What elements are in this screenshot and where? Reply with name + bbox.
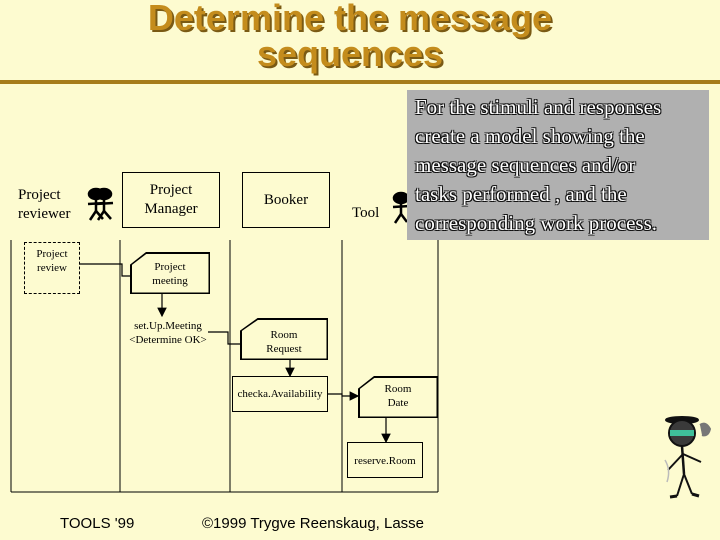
step-project-review-line1: Project [36, 248, 68, 260]
step-setup-meeting-line2: <Determine OK> [129, 334, 207, 346]
actor-booker-box: Booker [242, 172, 330, 228]
step-setup-meeting-line1: set.Up.Meeting [134, 320, 202, 332]
actor-manager-line1: Project [149, 182, 193, 198]
note-line-2: create a model showing the [415, 124, 645, 148]
step-reserve-room-line1: reserve.Room [354, 455, 416, 467]
title-line-1: Determine the message [147, 0, 553, 38]
cartoon-figure [664, 416, 712, 499]
step-room-date-line1: Room [384, 382, 412, 395]
footer-left: TOOLS '99 [60, 515, 135, 532]
step-project-meeting: Project meeting [131, 253, 209, 293]
step-reserve-room: reserve.Room [347, 442, 423, 478]
actor-reviewer-label: Project reviewer [18, 186, 70, 224]
step-room-request-line2: Request [266, 342, 302, 355]
step-project-review: Project review [24, 242, 80, 294]
arrow-check-to-date [328, 391, 360, 401]
actor-manager-figure [95, 187, 114, 221]
page-title: Determine the message sequences [0, 0, 700, 72]
actor-tool-label: Tool [352, 204, 379, 223]
actor-reviewer-line1: Project [18, 187, 61, 203]
note-line-5: corresponding work process. [415, 211, 658, 235]
step-check-availability: checka.Availability [232, 376, 328, 412]
title-line-2: sequences [256, 33, 444, 74]
instruction-note-box [407, 90, 709, 240]
note-line-3: message sequences and/or [415, 153, 636, 177]
actor-reviewer-line2: reviewer [18, 206, 71, 222]
note-line-4: tasks performed , and the [415, 182, 627, 206]
instruction-note-text: For the stimuli and responses create a m… [415, 93, 710, 238]
step-project-review-line2: review [37, 262, 67, 274]
step-room-request: Room Request [241, 319, 327, 359]
step-project-meeting-line1: Project [154, 260, 186, 273]
step-setup-meeting: set.Up.Meeting <Determine OK> [127, 316, 209, 350]
title-divider [0, 80, 720, 84]
step-check-availability-line1: checka.Availability [237, 388, 323, 400]
note-line-1: For the stimuli and responses [415, 95, 662, 119]
actor-booker-line1: Booker [263, 192, 309, 208]
step-room-date-line2: Date [387, 396, 409, 409]
actor-manager-box: Project Manager [122, 172, 220, 228]
step-room-request-line1: Room [270, 328, 298, 341]
step-project-meeting-line2: meeting [152, 274, 188, 287]
footer-right: ©1999 Trygve Reenskaug, Lasse [202, 515, 425, 532]
actor-tool-line1: Tool [352, 205, 380, 221]
actor-manager-line2: Manager [144, 201, 198, 217]
step-room-date: Room Date [359, 377, 437, 417]
